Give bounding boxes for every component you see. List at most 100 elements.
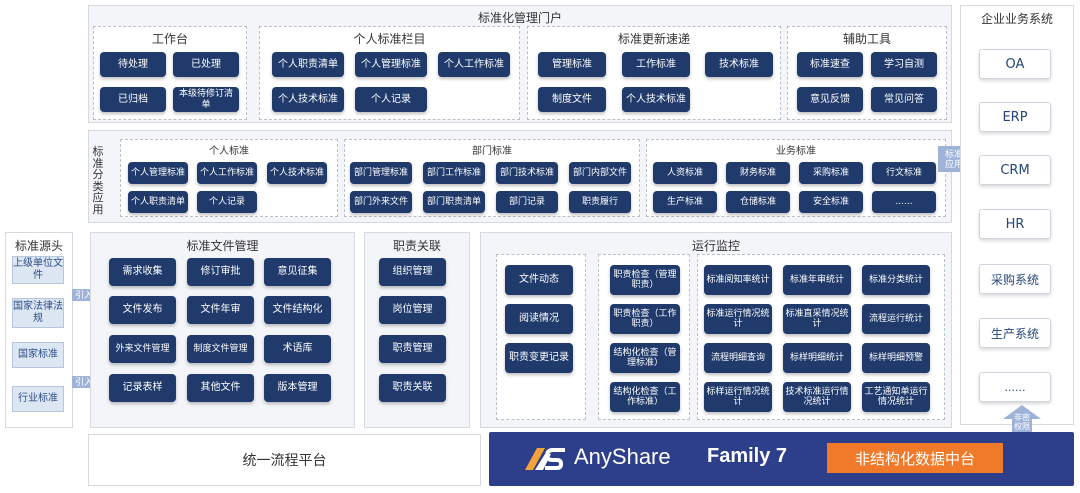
dept-duty-list-button[interactable]: 部门职责清单 [423,191,485,213]
archived-button[interactable]: 已归档 [100,87,166,112]
policy-doc-button[interactable]: 制度文件 [538,87,606,112]
sample-operation-stat-button[interactable]: 标样运行情况统计 [704,382,772,412]
personal-work-std-button[interactable]: 个人工作标准 [438,52,510,77]
faq-button[interactable]: 常见问答 [871,87,937,112]
erp-system[interactable]: ERP [979,102,1051,132]
duty-check-work-button[interactable]: 职责检查（工作职责） [610,304,680,334]
warehouse-std-button[interactable]: 仓储标准 [726,191,790,213]
revision-approval-button[interactable]: 修订审批 [187,258,254,286]
purchase-system[interactable]: 采购系统 [979,264,1051,294]
source-superior-docs[interactable]: 上级单位文件 [12,256,64,284]
dept-record-button[interactable]: 部门记录 [496,191,558,213]
file-publish-button[interactable]: 文件发布 [109,296,176,324]
annual-review-stat-button[interactable]: 标准年审统计 [783,265,851,295]
portal-title: 标准化管理门户 [477,11,562,25]
sample-detail-alert-button[interactable]: 标样明细预警 [862,343,930,373]
sources-title: 标准源头 [14,239,63,253]
glossary-button[interactable]: 术语库 [264,335,331,363]
sample-detail-stat-button[interactable]: 标样明细统计 [783,343,851,373]
monitor-title: 运行监控 [691,239,740,253]
personal-column-title: 个人标准栏目 [353,32,426,46]
hr-system[interactable]: HR [979,209,1051,239]
dept-mgmt-button[interactable]: 部门管理标准 [350,162,412,184]
std-direct-stat-button[interactable]: 标准直采情况统计 [783,304,851,334]
production-std-button[interactable]: 生产标准 [653,191,717,213]
classification-label: 标准分类应用 [92,145,104,216]
platform-label: 统一流程平台 [242,453,327,469]
oa-system[interactable]: OA [979,49,1051,79]
duty-title: 职责关联 [392,239,441,253]
other-files-button[interactable]: 其他文件 [187,374,254,402]
business-std-title: 业务标准 [776,146,816,157]
dept-tech-button[interactable]: 部门技术标准 [496,162,558,184]
tech-std-button[interactable]: 技术标准 [705,52,773,77]
update-express-title: 标准更新速递 [617,32,690,46]
self-test-button[interactable]: 学习自测 [871,52,937,77]
org-mgmt-button[interactable]: 组织管理 [379,258,446,286]
post-mgmt-button[interactable]: 岗位管理 [379,296,446,324]
more-systems[interactable]: ...... [979,372,1051,402]
std-operation-stat-button[interactable]: 标准运行情况统计 [704,304,772,334]
crm-system[interactable]: CRM [979,155,1051,185]
duty-mgmt-button[interactable]: 职责管理 [379,335,446,363]
dept-duty-perform-button[interactable]: 职责履行 [569,191,631,213]
record-sample-button[interactable]: 记录表样 [109,374,176,402]
duty-change-record-button[interactable]: 职责变更记录 [505,343,573,373]
opinion-collect-button[interactable]: 意见征集 [264,258,331,286]
read-rate-stat-button[interactable]: 标准阅知率统计 [704,265,772,295]
brand-tagline: 非结构化数据中台 [827,443,1003,473]
process-operation-stat-button[interactable]: 流程运行统计 [862,304,930,334]
duty-link-button[interactable]: 职责关联 [379,374,446,402]
cls-personal-duty-button[interactable]: 个人职责清单 [128,191,188,213]
brand-name: AnyShare [574,444,671,469]
purchase-std-button[interactable]: 采购标准 [799,162,863,184]
file-dynamics-button[interactable]: 文件动态 [505,265,573,295]
work-std-button[interactable]: 工作标准 [622,52,690,77]
version-mgmt-button[interactable]: 版本管理 [264,374,331,402]
policy-file-mgmt-button[interactable]: 制度文件管理 [187,335,254,363]
pending-revision-button[interactable]: 本级待修订清单 [173,87,239,112]
source-industry-std[interactable]: 行业标准 [12,386,64,412]
dept-external-button[interactable]: 部门外来文件 [350,191,412,213]
file-mgmt-title: 标准文件管理 [186,239,259,253]
category-stat-button[interactable]: 标准分类统计 [862,265,930,295]
document-std-button[interactable]: 行文标准 [872,162,936,184]
more-std-button[interactable]: ...... [872,191,936,213]
mgmt-std-button[interactable]: 管理标准 [538,52,606,77]
done-button[interactable]: 已处理 [173,52,239,77]
dept-work-button[interactable]: 部门工作标准 [423,162,485,184]
standard-application-label: 标准应用 [944,150,963,171]
feedback-button[interactable]: 意见反馈 [797,87,863,112]
duty-check-mgmt-button[interactable]: 职责检查（管理职责） [610,265,680,295]
cls-personal-tech-button[interactable]: 个人技术标准 [267,162,327,184]
process-notice-stat-button[interactable]: 工艺通知单运行情况统计 [862,382,930,412]
dept-internal-button[interactable]: 部门内部文件 [569,162,631,184]
production-system[interactable]: 生产系统 [979,318,1051,348]
cls-personal-mgmt-button[interactable]: 个人管理标准 [128,162,188,184]
reading-status-button[interactable]: 阅读情况 [505,304,573,334]
personal-duty-list-button[interactable]: 个人职责清单 [272,52,344,77]
source-national-laws[interactable]: 国家法律法规 [12,298,64,328]
personal-mgmt-std-button[interactable]: 个人管理标准 [355,52,427,77]
cls-personal-record-button[interactable]: 个人记录 [197,191,257,213]
personal-record-button[interactable]: 个人记录 [355,87,427,112]
struct-check-mgmt-button[interactable]: 结构化检查（管理标准） [610,343,680,373]
auth-arrow-icon [1003,405,1041,435]
process-detail-query-button[interactable]: 流程明细查询 [704,343,772,373]
external-file-mgmt-button[interactable]: 外来文件管理 [109,335,176,363]
cls-personal-work-button[interactable]: 个人工作标准 [197,162,257,184]
file-structuring-button[interactable]: 文件结构化 [264,296,331,324]
tech-std-operation-stat-button[interactable]: 技术标准运行情况统计 [783,382,851,412]
file-annual-review-button[interactable]: 文件年审 [187,296,254,324]
department-std-title: 部门标准 [472,146,512,157]
hr-std-button[interactable]: 人资标准 [653,162,717,184]
quick-search-button[interactable]: 标准速查 [797,52,863,77]
finance-std-button[interactable]: 财务标准 [726,162,790,184]
todo-button[interactable]: 待处理 [100,52,166,77]
demand-collect-button[interactable]: 需求收集 [109,258,176,286]
personal-tech-std-button[interactable]: 个人技术标准 [272,87,344,112]
source-national-std[interactable]: 国家标准 [12,342,64,368]
personal-tech-std-update-button[interactable]: 个人技术标准 [622,87,690,112]
struct-check-work-button[interactable]: 结构化检查（工作标准） [610,382,680,412]
safety-std-button[interactable]: 安全标准 [799,191,863,213]
